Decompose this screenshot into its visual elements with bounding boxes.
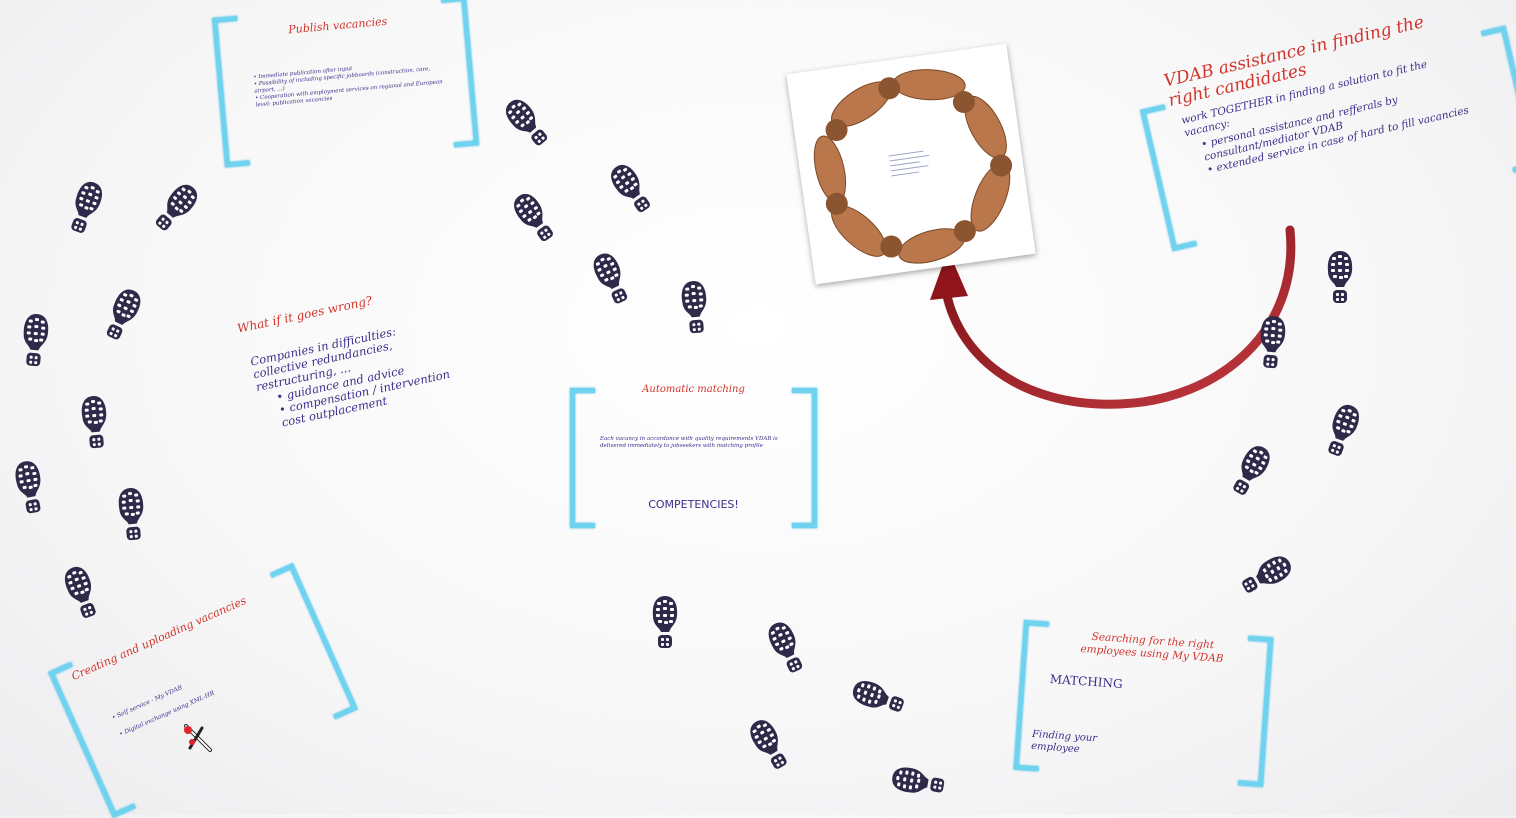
- shoe-print-icon: [847, 675, 913, 722]
- shoe-print-icon: [1255, 313, 1288, 375]
- shoe-print-icon: [888, 763, 952, 801]
- frame-title: Publish vacancies: [287, 14, 388, 37]
- frame-title: Automatic matching: [642, 384, 745, 395]
- bracket-right: [792, 388, 817, 528]
- frame-body: Finding your employee: [1030, 728, 1098, 756]
- shoe-print-icon: [1326, 249, 1354, 309]
- shoe-print-icon: [59, 561, 106, 627]
- shoe-print-icon: [145, 177, 205, 241]
- frame-publish-vacancies[interactable]: Publish vacancies Immediate publication …: [212, 0, 480, 168]
- shoe-print-icon: [762, 616, 813, 682]
- shoe-print-icon: [506, 186, 563, 251]
- shoe-print-icon: [1232, 549, 1298, 603]
- shoe-print-icon: [18, 311, 51, 373]
- shoe-print-icon: [498, 92, 558, 156]
- frame-subtitle: MATCHING: [1049, 671, 1124, 692]
- shoe-print-icon: [78, 393, 111, 455]
- frame-automatic-matching[interactable]: Automatic matching Each vacancy in accor…: [570, 384, 817, 528]
- shoe-print-icon: [1223, 439, 1277, 505]
- frame-body: Each vacancy in accordance with quality …: [600, 436, 778, 449]
- joined-hands-circle-image[interactable]: [786, 43, 1036, 285]
- shoe-print-icon: [62, 176, 109, 242]
- shoe-print-icon: [651, 594, 679, 654]
- bracket-left: [570, 388, 595, 528]
- zoom-cursor-icon: [180, 720, 216, 760]
- frame-emphasis: COMPETENCIES!: [648, 498, 739, 511]
- shoe-print-icon: [11, 457, 49, 521]
- frame-searching-employees[interactable]: Searching for the right employees using …: [1013, 620, 1274, 788]
- shoe-print-icon: [97, 283, 148, 349]
- shoe-print-icon: [743, 713, 797, 779]
- frame-title: Searching for the right employees using …: [1080, 630, 1224, 665]
- shoe-print-icon: [678, 278, 711, 340]
- shoe-print-icon: [587, 247, 638, 313]
- shoe-print-icon: [603, 157, 660, 222]
- shoe-print-icon: [1319, 399, 1366, 465]
- frame-list: Immediate publication after input Possib…: [253, 58, 445, 109]
- shoe-print-icon: [115, 485, 148, 547]
